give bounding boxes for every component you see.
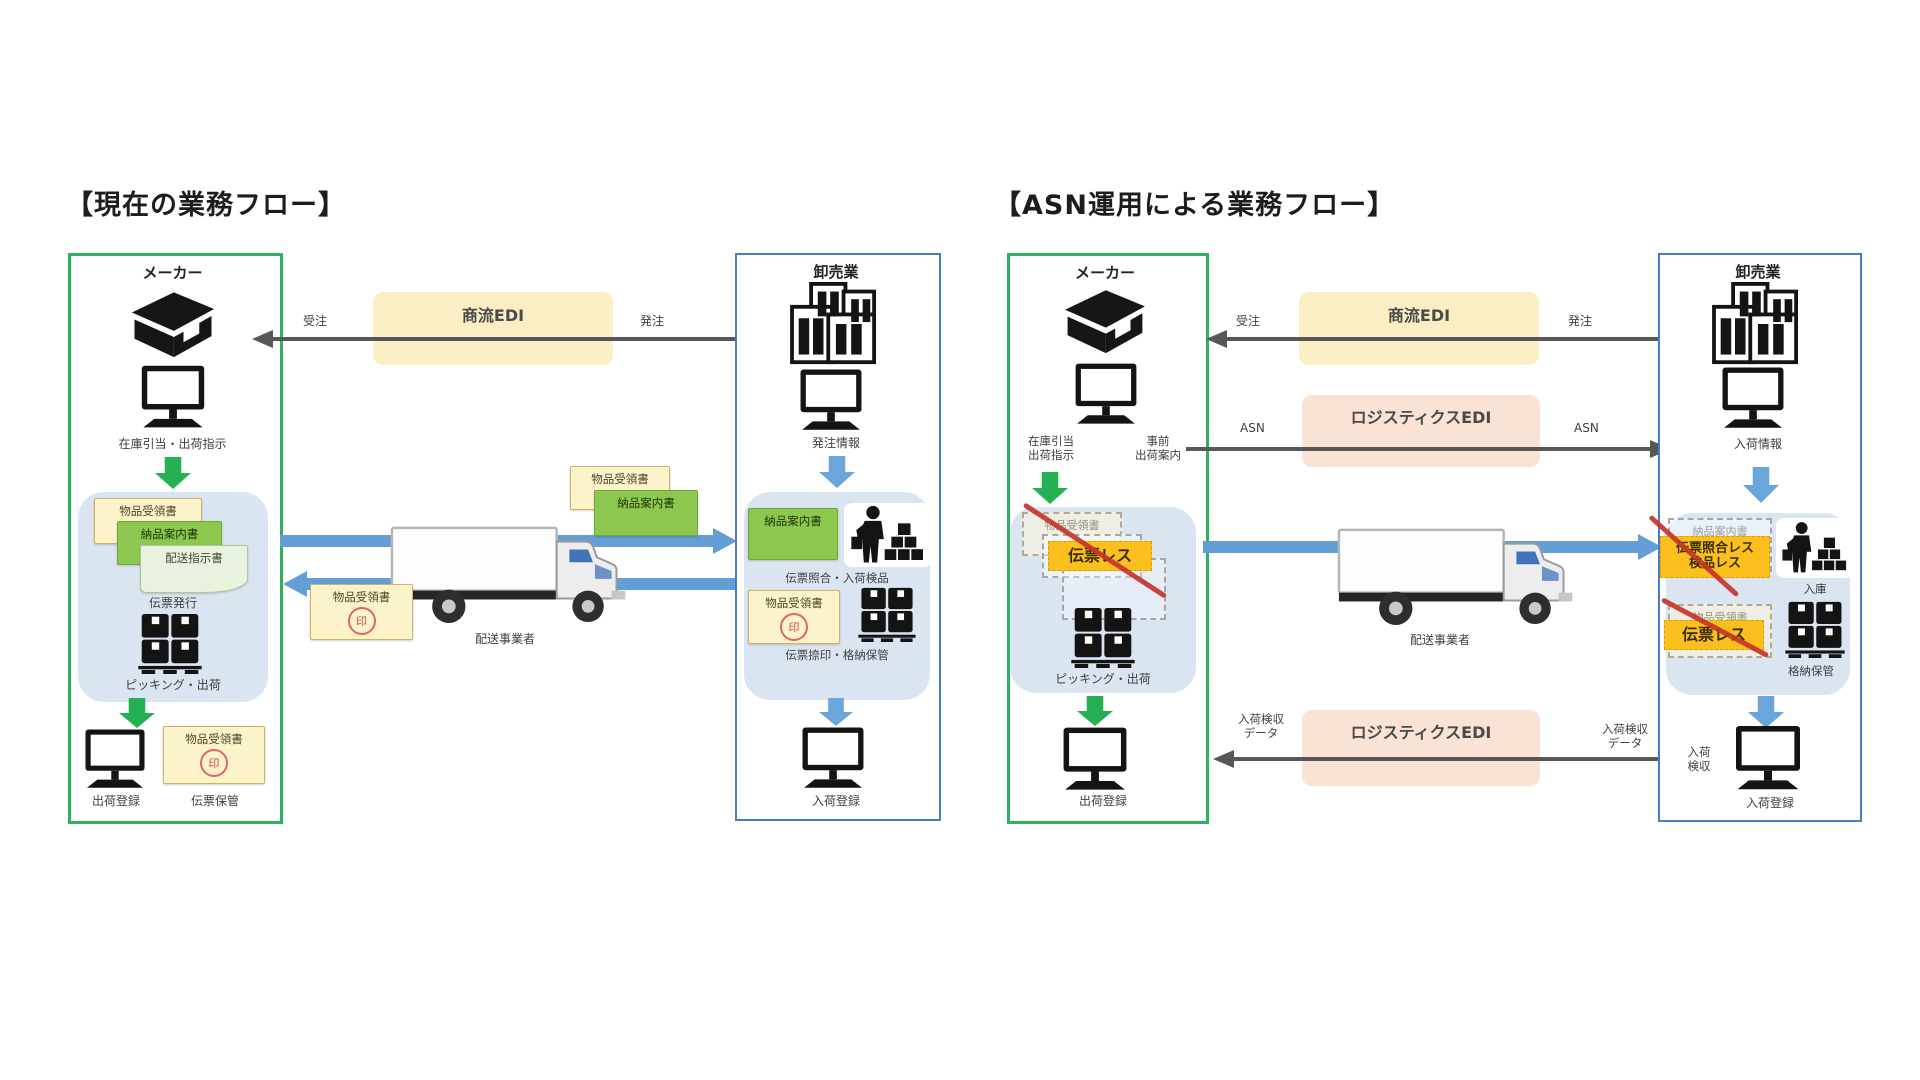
doc-receipt-stamped: 物品受領書 印 <box>163 726 265 784</box>
edi-commerce-pill <box>1299 292 1539 365</box>
edi-commerce-pill <box>373 292 613 365</box>
right-recv-label: 受注 <box>1236 314 1261 328</box>
edi-logistics-recv-pill <box>1302 710 1540 786</box>
arrow-head-left-icon <box>1206 330 1227 348</box>
recv-data-left-label: 入荷検収 データ <box>1238 712 1284 741</box>
left-flow-title: 【現在の業務フロー】 <box>66 190 346 221</box>
pallet-icon <box>1066 606 1140 668</box>
edi-logistics-asn-label: ロジスティクスEDI <box>1350 408 1492 427</box>
person-boxes-icon <box>846 505 930 565</box>
asn-left-label: ASN <box>1240 421 1265 435</box>
doc-dispatch-order: 配送指示書 <box>140 545 248 593</box>
right-order-label: 発注 <box>1568 314 1593 328</box>
inbound-label: 入庫 <box>1803 582 1827 596</box>
arrow-head-left-icon <box>1213 750 1234 768</box>
storage-label: 格納保管 <box>1788 664 1834 678</box>
left-maker-picking-label: ピッキング・出荷 <box>125 678 221 692</box>
doc-receipt-stamped: 物品受領書 印 <box>748 590 840 644</box>
right-flow-title: 【ASN運用による業務フロー】 <box>994 190 1396 221</box>
right-maker-inventory-label: 在庫引当 出荷指示 <box>1028 434 1074 463</box>
stamp-icon: 印 <box>200 749 228 777</box>
delivery-arrow-head-icon <box>713 528 737 554</box>
doc-receipt-stamped: 物品受領書 印 <box>310 584 413 640</box>
carrier-label: 配送事業者 <box>1409 633 1470 647</box>
doc-dispatch-label: 配送指示書 <box>165 551 223 565</box>
advance-notice-label: 事前 出荷案内 <box>1135 434 1181 463</box>
computer-icon <box>1714 366 1792 430</box>
building-icon <box>786 282 882 366</box>
left-recv-label: 受注 <box>303 314 328 328</box>
doc-delivery-label: 納品案内書 <box>140 527 199 541</box>
person-boxes-icon <box>1778 520 1852 576</box>
right-maker-shipreg-label: 出荷登録 <box>1078 794 1127 808</box>
recv-data-arrow-line <box>1234 757 1672 761</box>
doc-receipt-label: 物品受領書 <box>332 590 391 604</box>
computer-icon <box>134 364 212 430</box>
stamp-icon: 印 <box>347 607 376 635</box>
inspection-chip <box>844 503 932 567</box>
recv-data-right-label: 入荷検収 データ <box>1602 722 1648 751</box>
doc-delivery-label: 納品案内書 <box>764 514 822 528</box>
computer-icon <box>792 368 870 432</box>
right-maker-picking-label: ピッキング・出荷 <box>1055 672 1151 686</box>
left-maker-inventory-label: 在庫引当・出荷指示 <box>118 437 227 451</box>
ghost-doc-delivery-label: 納品案内書 <box>1692 525 1748 538</box>
edi-logistics-asn-pill <box>1302 395 1540 467</box>
doc-delivery-note: 納品案内書 <box>748 508 838 560</box>
order-arrow-line <box>1226 337 1658 341</box>
truck-icon <box>1335 520 1590 630</box>
doc-receipt-label: 物品受領書 <box>765 596 823 610</box>
factory-icon <box>1061 286 1149 354</box>
asn-arrow-line <box>1186 447 1650 451</box>
edi-commerce-label: 商流EDI <box>1387 306 1451 325</box>
arrival-info-label: 入荷情報 <box>1733 437 1782 451</box>
right-maker-title: メーカー <box>1074 264 1135 282</box>
left-maker-shipreg-label: 出荷登録 <box>91 794 140 808</box>
asn-right-label: ASN <box>1574 421 1599 435</box>
pallet-icon <box>1782 600 1848 658</box>
left-maker-keep-label: 伝票保管 <box>190 794 239 808</box>
computer-icon <box>1055 726 1135 792</box>
computer-icon <box>794 726 872 790</box>
inbound-chip <box>1776 518 1854 578</box>
stamp-icon: 印 <box>780 613 808 641</box>
left-maker-title: メーカー <box>142 264 203 282</box>
order-info-label: 発注情報 <box>811 436 860 450</box>
carrier-label: 配送事業者 <box>474 632 535 646</box>
left-maker-issue-label: 伝票発行 <box>148 596 197 610</box>
store-label: 伝票捺印・格納保管 <box>785 648 889 662</box>
doc-receipt-label: 物品受領書 <box>185 732 243 746</box>
edi-commerce-label: 商流EDI <box>461 306 525 325</box>
computer-icon <box>1728 724 1808 792</box>
arrival-reg-label: 入荷登録 <box>811 794 860 808</box>
left-order-label: 発注 <box>640 314 665 328</box>
factory-icon <box>128 288 218 358</box>
computer-icon <box>77 728 153 790</box>
arrow-head-left-icon <box>252 330 273 348</box>
doc-delivery-label: 納品案内書 <box>617 496 675 510</box>
building-icon <box>1708 282 1804 366</box>
doc-receipt-label: 物品受領書 <box>591 472 649 486</box>
pallet-icon <box>852 586 922 642</box>
doc-receipt-label: 物品受領書 <box>119 504 177 518</box>
left-wholesaler-title: 卸売業 <box>813 263 859 281</box>
verify-label: 伝票照合・入荷検品 <box>785 571 889 585</box>
order-arrow-line <box>272 337 736 341</box>
edi-logistics-recv-label: ロジスティクスEDI <box>1350 723 1492 742</box>
right-wholesaler-title: 卸売業 <box>1735 263 1781 281</box>
arrival-inspection-label: 入荷 検収 <box>1687 745 1711 774</box>
pallet-icon <box>132 612 208 674</box>
return-arrow-head-icon <box>283 571 307 597</box>
arrival-reg-label: 入荷登録 <box>1745 796 1794 810</box>
doc-delivery-note: 納品案内書 <box>594 490 698 536</box>
computer-icon <box>1068 362 1144 426</box>
